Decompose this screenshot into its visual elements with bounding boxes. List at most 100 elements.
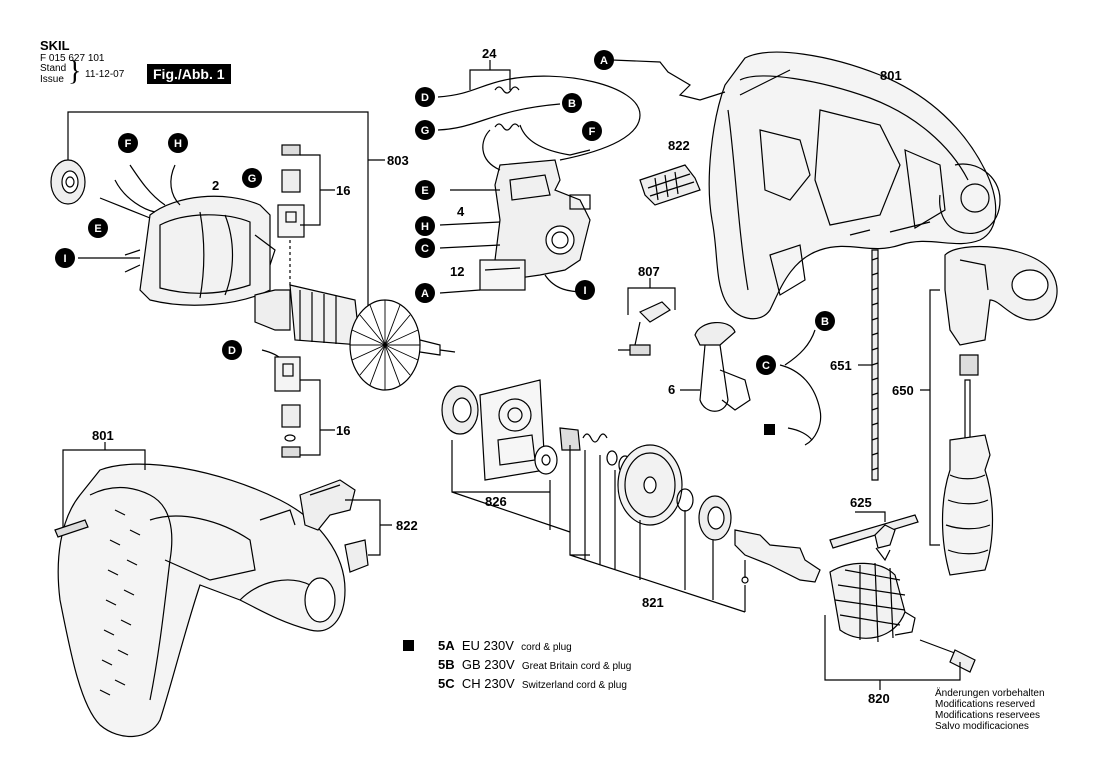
legend-desc: Switzerland cord & plug	[521, 680, 627, 691]
cord-marker-square	[764, 424, 775, 435]
note-line: Änderungen vorbehalten	[935, 688, 1045, 699]
connector-badge-c2: C	[756, 355, 776, 375]
svg-text:A: A	[421, 288, 429, 300]
part-822-cover-top	[639, 164, 701, 206]
connector-badge-e1: E	[415, 180, 435, 200]
note-line: Modifications reservees	[935, 710, 1041, 721]
brand-name: SKIL	[40, 38, 70, 53]
connector-badge-a2: A	[415, 283, 435, 303]
housing-shell-right	[708, 51, 1001, 320]
legend-desc: cord & plug	[521, 642, 572, 653]
figure-label: Fig./Abb. 1	[147, 64, 231, 84]
brace-glyph: }	[68, 56, 82, 87]
bracket-24	[469, 60, 511, 90]
svg-text:D: D	[228, 345, 236, 357]
connector-badge-h2: H	[168, 133, 188, 153]
callout-625: 625	[850, 495, 872, 510]
legend-voltage: EU 230V	[461, 638, 514, 653]
bracket-821	[569, 445, 746, 613]
power-cable	[779, 329, 822, 446]
callout-16-bottom: 16	[336, 423, 350, 438]
chuck-key	[829, 511, 919, 562]
switch-assembly	[437, 75, 641, 294]
connector-badge-e2: E	[88, 218, 108, 238]
part-822-switch-cover	[299, 479, 392, 573]
callout-24: 24	[482, 46, 497, 61]
connector-badge-b1: B	[562, 93, 582, 113]
connector-badge-h1: H	[415, 216, 435, 236]
stand-label: Stand	[40, 63, 67, 74]
bearing-left	[50, 159, 86, 205]
callout-801-bottom: 801	[92, 428, 114, 443]
legend-code: 5C	[438, 676, 455, 691]
bracket-803	[67, 111, 369, 330]
callout-4: 4	[457, 204, 465, 219]
callout-820: 820	[868, 691, 890, 706]
svg-text:E: E	[94, 223, 101, 235]
legend-code: 5B	[438, 657, 455, 672]
callout-807: 807	[638, 264, 660, 279]
svg-text:A: A	[600, 55, 608, 67]
carbon-brush-bottom	[261, 349, 335, 458]
svg-text:E: E	[421, 185, 428, 197]
connector-badge-d1: D	[415, 87, 435, 107]
callout-822-top: 822	[668, 138, 690, 153]
stand-issue-label: Stand Issue	[40, 63, 66, 85]
issue-label: Issue	[40, 74, 64, 85]
stator-field-coil	[78, 164, 276, 306]
callout-2: 2	[212, 178, 219, 193]
legend-row-5c: 5C CH 230V Switzerland cord & plug	[438, 676, 627, 691]
modification-notes: Änderungen vorbehalten Modifications res…	[935, 688, 1045, 732]
callout-6: 6	[668, 382, 675, 397]
connector-badge-g1: G	[415, 120, 435, 140]
armature-rotor	[254, 284, 456, 391]
legend-row-5b: 5B GB 230V Great Britain cord & plug	[438, 657, 631, 672]
callout-822-bottom: 822	[396, 518, 418, 533]
bracket-807-screw	[618, 278, 676, 356]
svg-text:I: I	[63, 253, 66, 265]
svg-text:I: I	[583, 285, 586, 297]
callout-803: 803	[387, 153, 409, 168]
connector-badge-b2: B	[815, 311, 835, 331]
wire-clip-a	[611, 59, 726, 101]
issue-date: 11-12-07	[85, 69, 125, 80]
svg-text:C: C	[421, 243, 429, 255]
callout-650: 650	[892, 383, 914, 398]
bracket-820	[824, 615, 961, 690]
legend-voltage: CH 230V	[461, 676, 515, 691]
gear-train	[441, 379, 821, 584]
legend-code: 5A	[438, 638, 455, 653]
connector-badge-d2: D	[222, 340, 242, 360]
part-number: F 015 627 101	[40, 53, 105, 64]
connector-badge-c1: C	[415, 238, 435, 258]
legend-row-5a: 5A EU 230V cord & plug	[438, 638, 572, 653]
drill-chuck	[829, 562, 976, 673]
svg-text:C: C	[762, 360, 770, 372]
svg-text:H: H	[174, 138, 182, 150]
connector-badge-i1: I	[575, 280, 595, 300]
svg-text:H: H	[421, 221, 429, 233]
connector-badge-f2: F	[118, 133, 138, 153]
callout-12: 12	[450, 264, 464, 279]
side-handle-mount	[680, 322, 751, 412]
callout-801-top: 801	[880, 68, 902, 83]
bracket-826	[451, 440, 571, 533]
depth-rod	[858, 249, 879, 481]
housing-shell-left	[54, 442, 346, 738]
callout-16-top: 16	[336, 183, 350, 198]
svg-text:F: F	[125, 138, 132, 150]
svg-text:D: D	[421, 92, 429, 104]
note-line: Salvo modificaciones	[935, 721, 1029, 732]
connector-badge-a1: A	[594, 50, 614, 70]
callout-651: 651	[830, 358, 852, 373]
connector-badge-f1: F	[582, 121, 602, 141]
svg-text:B: B	[821, 316, 829, 328]
legend-marker-square	[403, 640, 414, 651]
auxiliary-handle	[920, 246, 1058, 576]
svg-text:G: G	[421, 125, 430, 137]
callout-821: 821	[642, 595, 664, 610]
legend-desc: Great Britain cord & plug	[521, 661, 632, 672]
note-line: Modifications reserved	[935, 699, 1036, 710]
svg-text:F: F	[589, 126, 596, 138]
